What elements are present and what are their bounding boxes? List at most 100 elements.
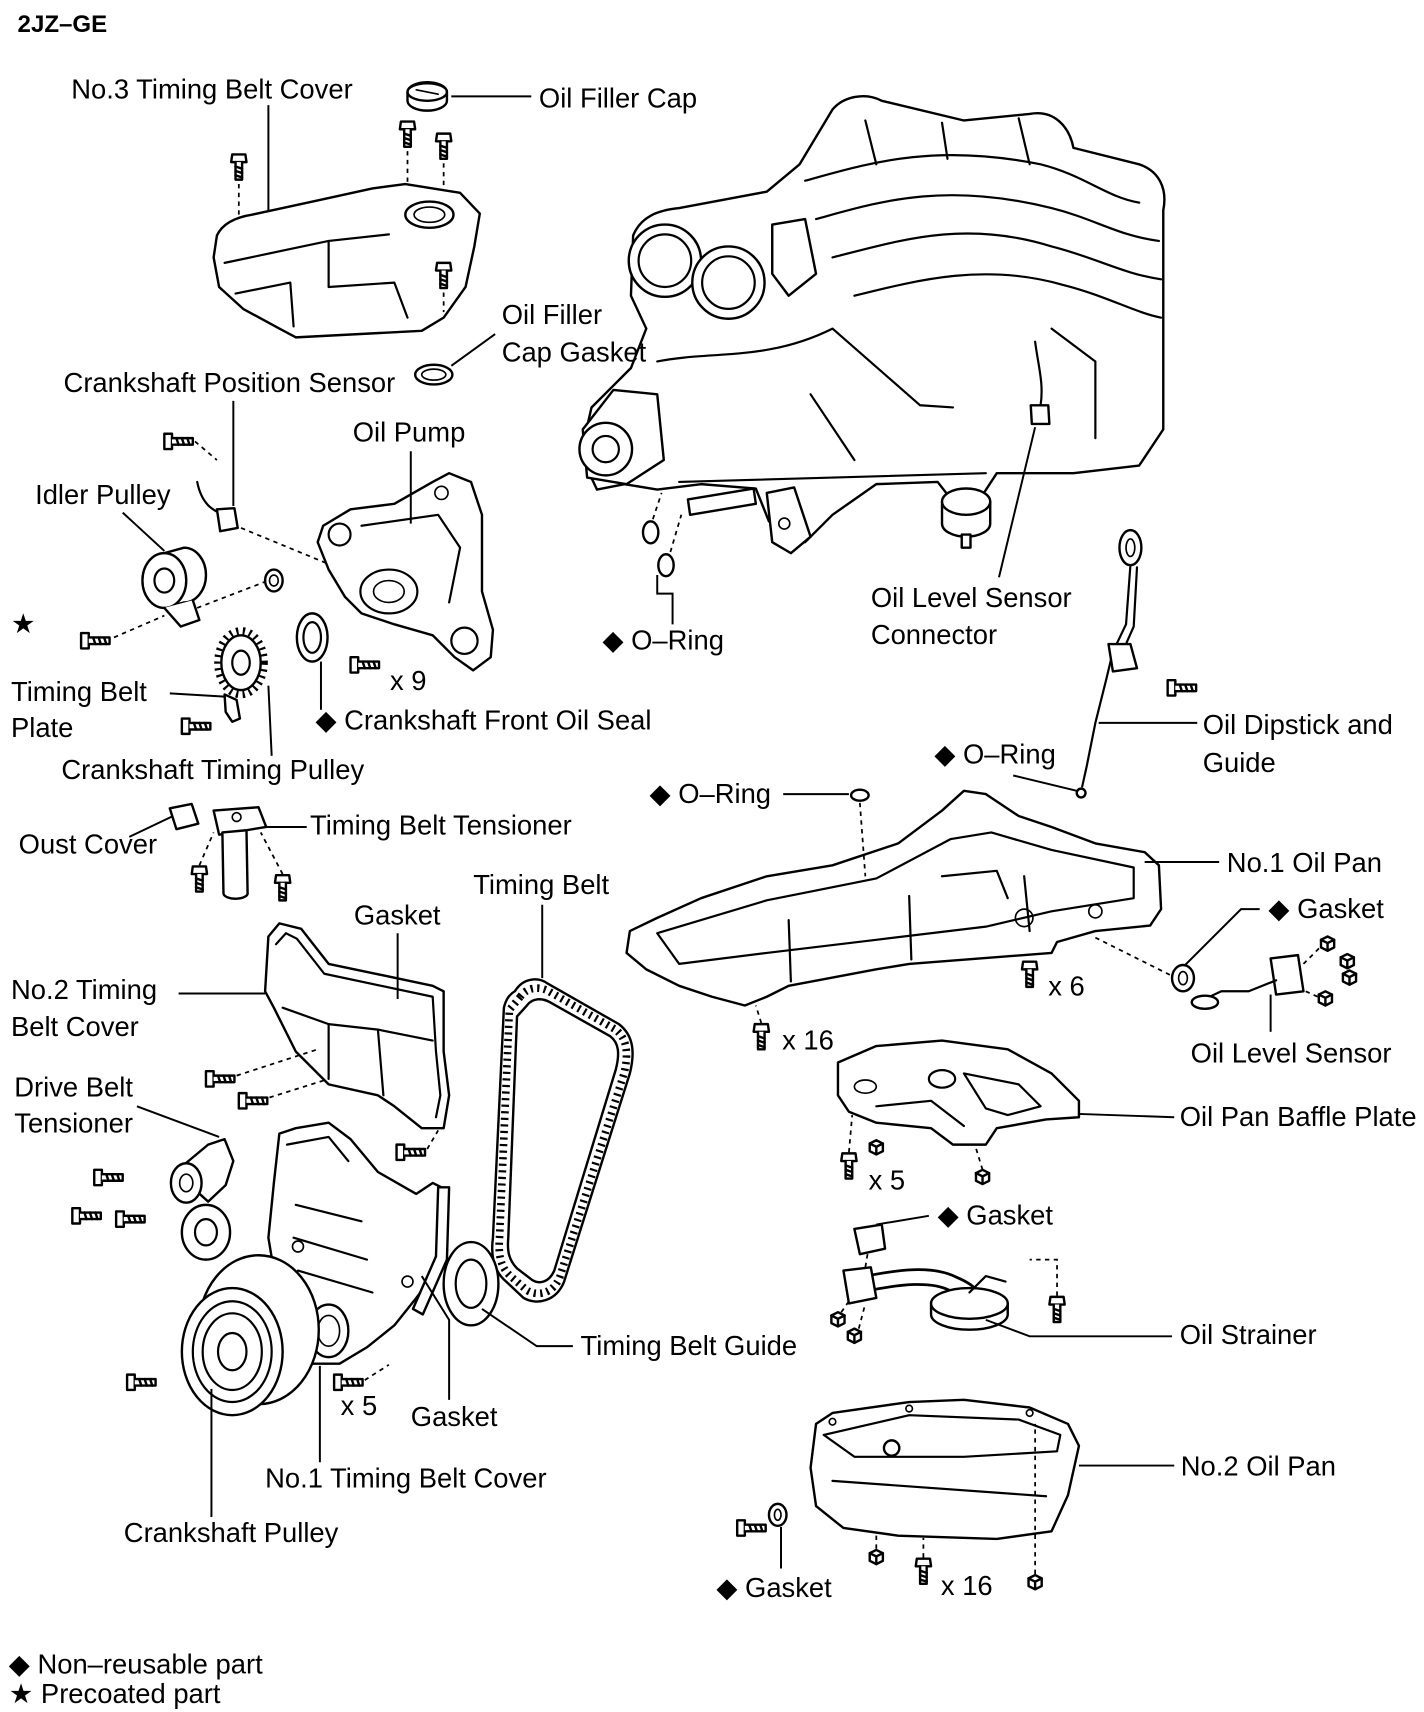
label-oil-pan-o-ring: ◆ O–Ring [650,778,771,809]
label-oil-level-sensor-gasket: ◆ Gasket [1268,893,1384,924]
label-no2-oil-pan: No.2 Oil Pan [1181,1450,1336,1481]
no2-cover-bolt [204,1070,236,1088]
no1-oil-pan [625,789,1163,1007]
no2-oil-pan [809,1398,1081,1541]
leader-oil-strainer [985,1318,1173,1338]
leader-oil-filler-cap-gasket [450,333,496,367]
label-engine-o-ring: ◆ O–Ring [602,625,723,656]
drain-plug-gasket [767,1502,788,1527]
oil-filler-cap [406,80,449,112]
label-no1-oil-pan-bolt-qty-16: x 16 [782,1024,834,1055]
label-no2-oil-pan-bolt-qty: x 16 [941,1570,993,1601]
oil-level-sensor-gasket [1170,963,1196,993]
legend: ◆ Non–reusable part ★ Precoated part [9,1649,263,1710]
no1-oil-pan-bolt [1020,960,1039,989]
oil-strainer-nut [846,1327,863,1345]
diagram-title: 2JZ–GE [18,11,108,38]
dipstick-o-ring [1075,787,1087,799]
tensioner-bolt [273,873,292,902]
label-precoated-mark: ★ [11,608,36,639]
label-timing-belt-guide: Timing Belt Guide [581,1330,798,1361]
leader-engine-o-ring [656,575,674,625]
no2-oil-pan-nut [1027,1573,1043,1591]
drive-belt-tensioner-bolt [114,1210,146,1228]
crankshaft-front-oil-seal [295,612,329,663]
oil-level-sensor-nut [1339,952,1356,970]
oil-strainer-bolt [1048,1295,1066,1324]
label-oil-pump-bolt-qty: x 9 [390,665,427,696]
no1-cover-gasket [411,1186,451,1316]
idler-pulley [141,546,208,628]
label-timing-belt-tensioner: Timing Belt Tensioner [310,810,572,841]
label-drive-belt-tensioner-line2: Tensioner [14,1108,133,1139]
label-no1-oil-pan: No.1 Oil Pan [1227,847,1382,878]
label-oil-dipstick-and-guide-line1: Oil Dipstick and [1203,709,1393,740]
legend-non-reusable: ◆ Non–reusable part [9,1649,263,1680]
crankshaft-pulley [180,1254,320,1417]
no2-cover-bolt-guide [236,1048,439,1150]
label-idler-pulley: Idler Pulley [35,479,171,510]
no1-cover-bolt-guide [364,1364,390,1381]
no2-timing-belt-cover [263,922,451,1130]
no2-cover-bolt [237,1091,269,1110]
engine-o-rings [641,492,683,578]
no3-timing-belt-cover [212,182,481,339]
oil-dipstick-and-guide [1081,528,1143,788]
oil-strainer-nut [830,1310,846,1328]
no2-oil-pan-bolt [914,1557,933,1586]
oil-pump-bolt [349,655,381,674]
no2-cover-bolt [395,1143,427,1162]
label-no1-oil-pan-bolt-qty-6: x 6 [1048,971,1085,1002]
baffle-plate-nut [974,1168,991,1186]
label-timing-belt-plate-line2: Plate [11,712,73,743]
label-oil-strainer-gasket: ◆ Gasket [938,1200,1054,1231]
label-no1-cover-gasket: Gasket [411,1401,498,1432]
leader-oil-pan-baffle-plate [1078,1112,1175,1119]
legend-precoated: ★ Precoated part [9,1678,221,1709]
label-no1-cover-bolt-qty: x 5 [341,1390,378,1421]
leader-no1-cover-gasket [420,1275,451,1400]
oil-strainer-gasket [853,1223,887,1256]
part-labels: No.3 Timing Belt Cover Oil Filler Cap Oi… [11,74,1417,1603]
oil-level-sensor-nut [1341,969,1358,986]
oil-filter-bracket [940,487,992,549]
oil-filler-cap-gasket [413,363,454,386]
oil-pump [316,471,495,672]
crankshaft-pulley-bolt [125,1373,157,1392]
label-oil-strainer: Oil Strainer [1180,1319,1317,1350]
label-drain-plug-gasket: ◆ Gasket [716,1572,832,1603]
label-timing-belt: Timing Belt [473,869,609,900]
label-oil-level-sensor: Oil Level Sensor [1191,1037,1392,1068]
drive-belt-tensioner [169,1137,235,1261]
label-oust-cover: Oust Cover [19,828,157,859]
no3-cover-bolt [434,132,453,161]
idler-pulley-bolt [79,631,111,650]
oil-level-sensor-guide [1094,936,1321,998]
crankshaft-timing-pulley [214,627,268,699]
label-oil-level-sensor-connector-line2: Connector [871,619,997,650]
drive-belt-tensioner-bolt [93,1168,124,1187]
engine-block [578,95,1166,555]
label-oil-level-sensor-connector-line1: Oil Level Sensor [871,582,1072,613]
oil-strainer-guide [840,1254,1058,1329]
oil-strainer [842,1266,1009,1331]
leader-idler-pulley [122,511,166,552]
oil-pan-baffle-plate [836,1039,1081,1146]
crank-sensor-bolt [163,432,195,451]
drive-belt-tensioner-bolt [71,1206,103,1225]
oil-pan-o-ring-guide [858,802,867,877]
no1-cover-bolt [332,1373,364,1392]
crank-sensor-guide [194,440,329,565]
label-drive-belt-tensioner-line1: Drive Belt [14,1071,133,1102]
label-no2-timing-belt-cover-line1: No.2 Timing [11,974,157,1005]
label-oil-pan-baffle-plate: Oil Pan Baffle Plate [1180,1101,1417,1132]
timing-belt-plate [223,693,242,724]
baffle-plate-bolt [840,1152,858,1180]
crankshaft-position-sensor [196,480,239,533]
drain-plug [735,1519,767,1537]
label-crankshaft-timing-pulley: Crankshaft Timing Pulley [61,754,364,785]
leader-oust-cover [128,815,174,838]
label-no2-timing-belt-cover-line2: Belt Cover [11,1011,139,1042]
no3-cover-bolt-guide [237,151,445,313]
no3-cover-bolt [398,120,417,148]
